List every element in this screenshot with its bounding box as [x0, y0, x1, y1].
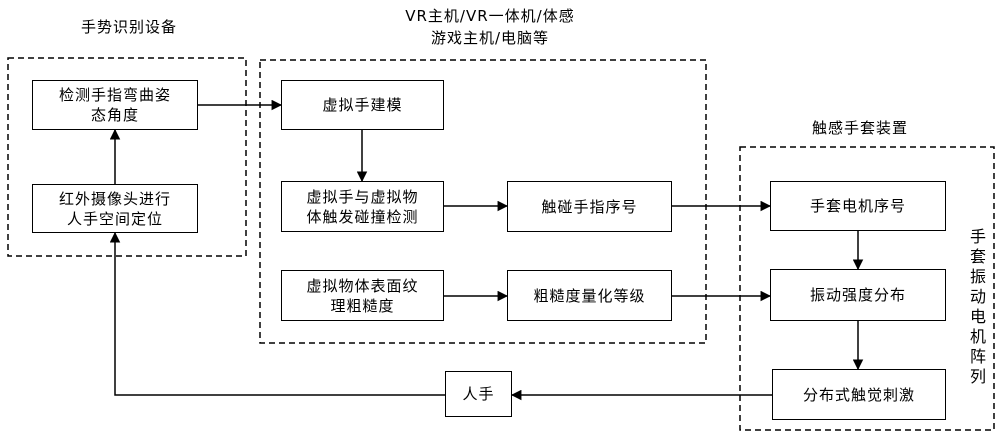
glove-group-title: 触感手套装置 [811, 119, 908, 137]
surface-texture-line1: 虚拟物体表面纹 [306, 276, 419, 295]
surface-texture-line2: 理粗糙度 [330, 296, 395, 315]
infrared-camera-line2: 人手空间定位 [66, 209, 163, 228]
tactile-stimulation-label: 分布式触觉刺激 [802, 385, 915, 404]
gesture-group-title: 手势识别设备 [80, 18, 177, 36]
host-group-frame [259, 59, 707, 344]
roughness-level-label: 粗糙度量化等级 [533, 286, 646, 305]
detect-finger-bending-line2: 态角度 [90, 106, 139, 124]
vibration-intensity-box: 振动强度分布 [770, 269, 946, 321]
collision-detection-line2: 体触发碰撞检测 [306, 207, 419, 226]
glove-group-frame [739, 146, 995, 431]
human-hand-label: 人手 [462, 385, 495, 403]
surface-texture-box: 虚拟物体表面纹 理粗糙度 [281, 270, 444, 321]
motor-sequence-box: 手套电机序号 [770, 181, 946, 231]
tactile-stimulation-box: 分布式触觉刺激 [772, 369, 946, 420]
human-hand-box: 人手 [445, 371, 512, 417]
detect-finger-bending-line1: 检测手指弯曲姿 [58, 86, 171, 104]
host-group-title-line1: VR主机/VR一体机/体感 [405, 7, 575, 25]
finger-sequence-box: 触碰手指序号 [507, 181, 672, 232]
collision-detection-line1: 虚拟手与虚拟物 [306, 187, 419, 206]
virtual-hand-modeling-box: 虚拟手建模 [281, 80, 444, 130]
motor-sequence-label: 手套电机序号 [809, 197, 906, 215]
gesture-group-frame [7, 57, 247, 257]
vibration-intensity-label: 振动强度分布 [809, 286, 906, 304]
glove-side-label: 手套振动电机阵列 [967, 228, 986, 388]
infrared-camera-line1: 红外摄像头进行 [58, 189, 171, 208]
roughness-level-box: 粗糙度量化等级 [507, 270, 672, 321]
finger-sequence-label: 触碰手指序号 [541, 197, 638, 216]
arrow-hand-to-infrared [109, 231, 445, 396]
detect-finger-bending-box: 检测手指弯曲姿 态角度 [32, 80, 198, 130]
infrared-camera-box: 红外摄像头进行 人手空间定位 [32, 184, 198, 233]
host-group-title-line2: 游戏主机/电脑等 [430, 29, 550, 47]
virtual-hand-modeling-label: 虚拟手建模 [322, 96, 403, 114]
collision-detection-box: 虚拟手与虚拟物 体触发碰撞检测 [281, 181, 444, 232]
